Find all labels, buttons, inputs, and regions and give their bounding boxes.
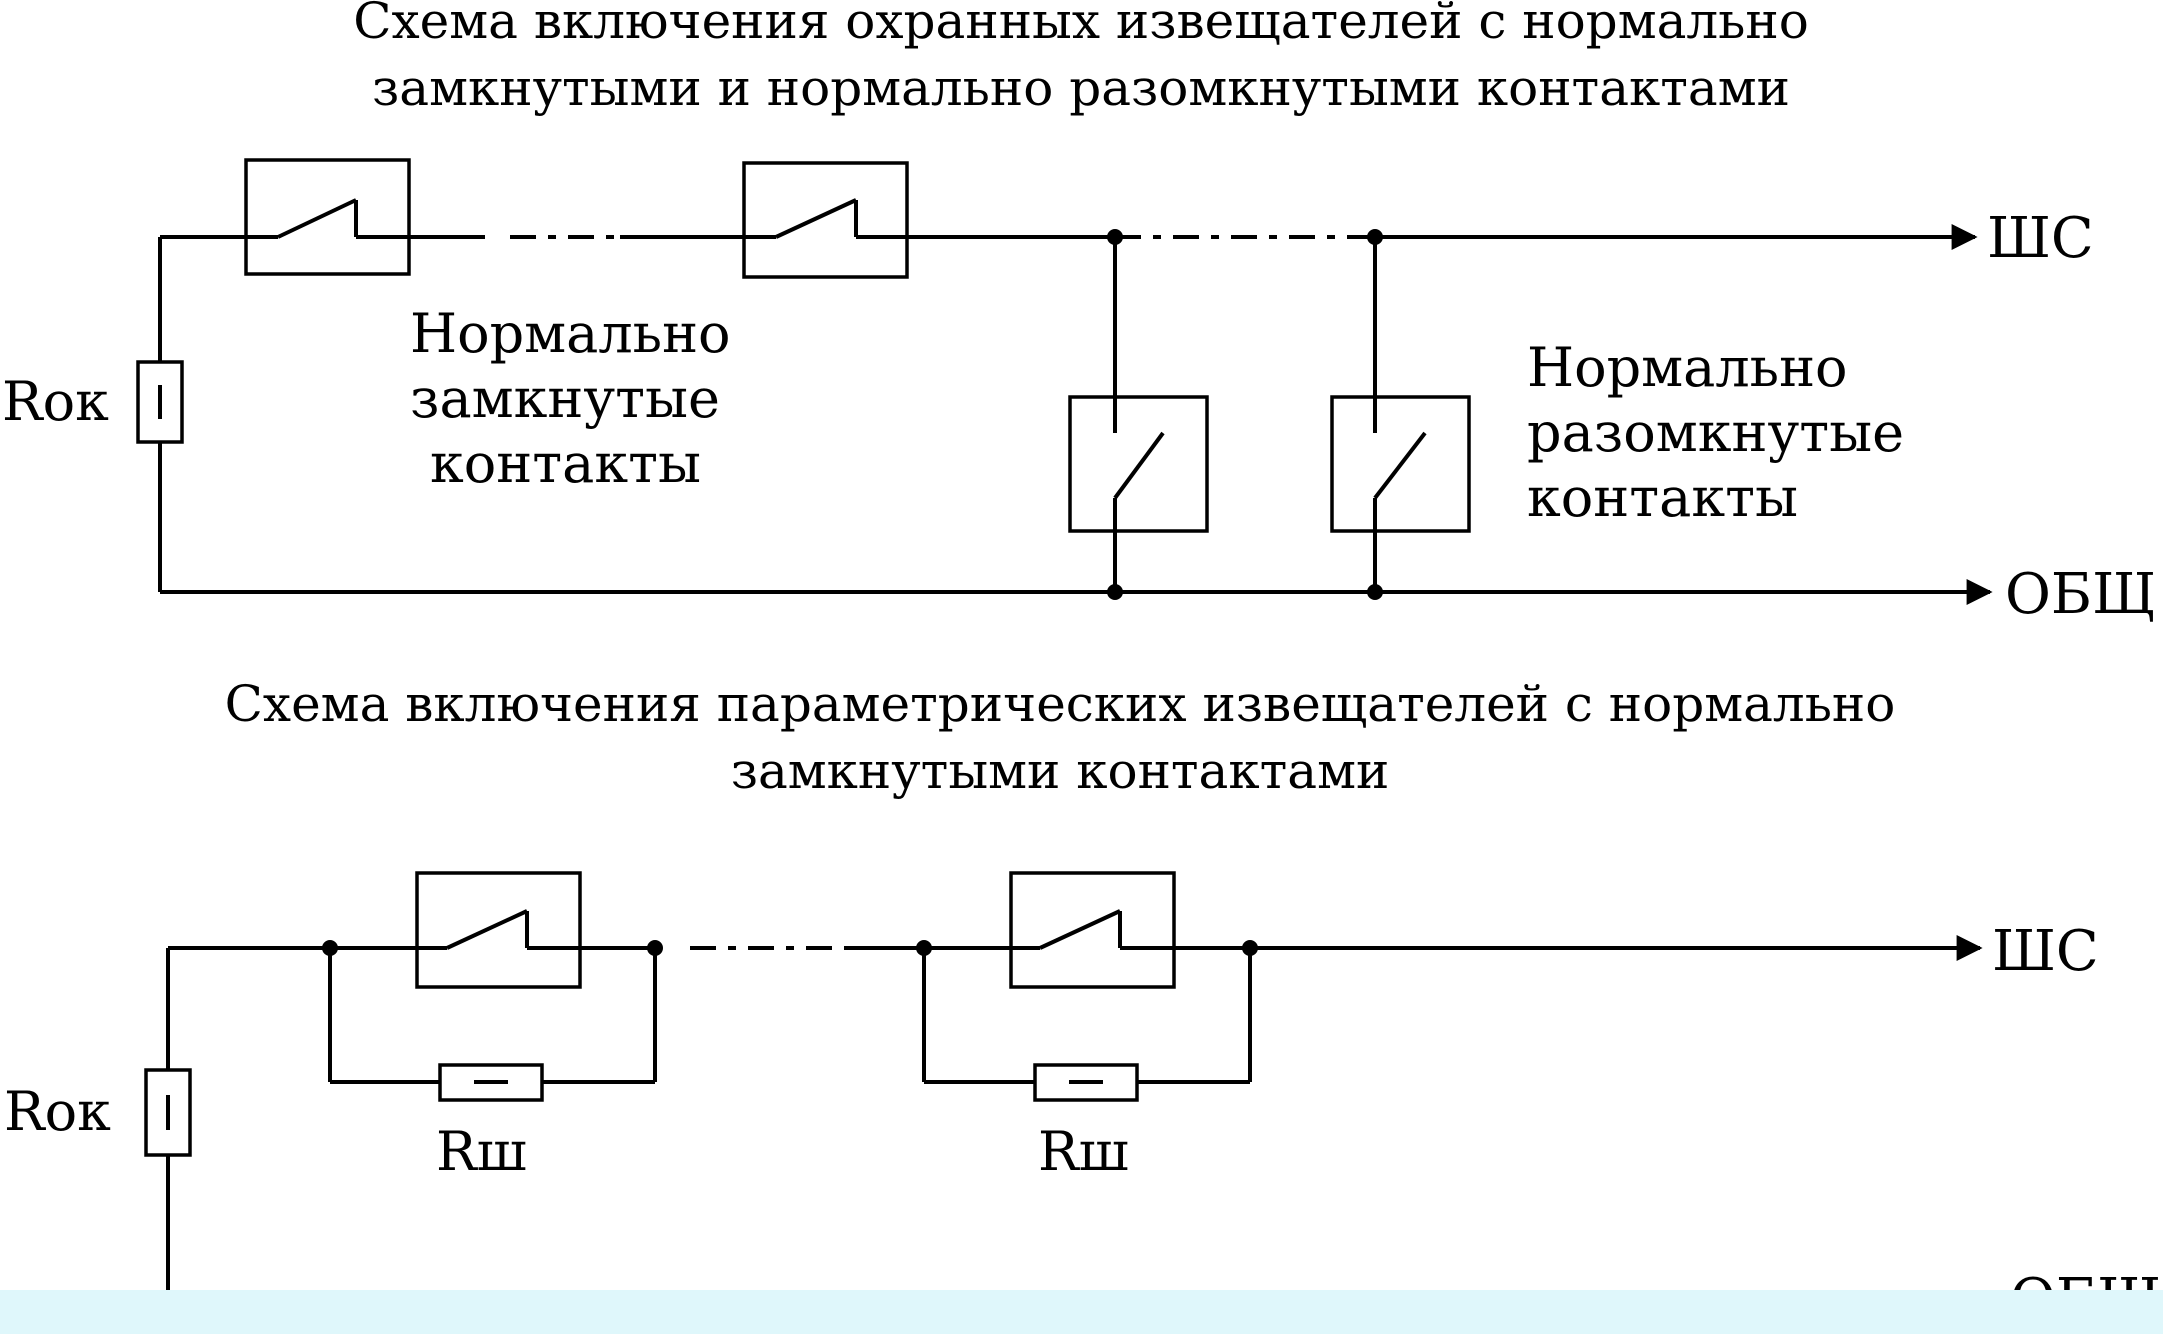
bottom-detector-1 — [328, 871, 657, 1084]
top-no-label-2: разомкнутые — [1527, 401, 1904, 464]
top-nc-detector-1 — [244, 158, 411, 276]
top-title-line2: замкнутыми и нормально разомкнутыми конт… — [372, 59, 1790, 117]
top-nc-detector-2 — [742, 161, 909, 279]
bottom-edge-strip — [0, 1290, 2163, 1334]
bottom-junction-4 — [1242, 940, 1258, 956]
bottom-shunt-label-2: Rш — [1038, 1120, 1129, 1183]
top-resistor-label: Rок — [2, 370, 109, 433]
top-junction-1 — [1107, 229, 1123, 245]
top-diagram: Схема включения охранных извещателей с н… — [2, 0, 2156, 627]
top-no-detector-2 — [1330, 237, 1471, 592]
top-no-label-3: контакты — [1527, 466, 1798, 529]
bottom-detector-2 — [922, 871, 1252, 1084]
bottom-end-resistor — [144, 1068, 192, 1157]
top-no-label-1: Нормально — [1527, 336, 1848, 399]
top-nc-label-3: контакты — [430, 432, 701, 495]
bottom-diagram: Схема включения параметрических извещате… — [4, 675, 2161, 1332]
top-nc-label-1: Нормально — [410, 302, 731, 365]
bottom-title-line2: замкнутыми контактами — [731, 742, 1390, 800]
top-nc-label-2: замкнутые — [410, 367, 720, 430]
bottom-junction-2 — [647, 940, 663, 956]
bottom-junction-3 — [916, 940, 932, 956]
top-junction-2 — [1367, 229, 1383, 245]
bottom-title-line1: Схема включения параметрических извещате… — [225, 675, 1896, 733]
top-terminal-loop: ШС — [1987, 206, 2094, 271]
bottom-resistor-label: Rок — [4, 1080, 111, 1143]
top-terminal-common: ОБЩ — [2005, 562, 2156, 627]
bottom-junction-1 — [322, 940, 338, 956]
top-end-resistor — [136, 360, 184, 444]
bottom-shunt-label-1: Rш — [436, 1120, 527, 1183]
top-title-line1: Схема включения охранных извещателей с н… — [353, 0, 1809, 50]
bottom-terminal-loop: ШС — [1992, 919, 2099, 984]
top-no-detector-1 — [1068, 237, 1209, 592]
